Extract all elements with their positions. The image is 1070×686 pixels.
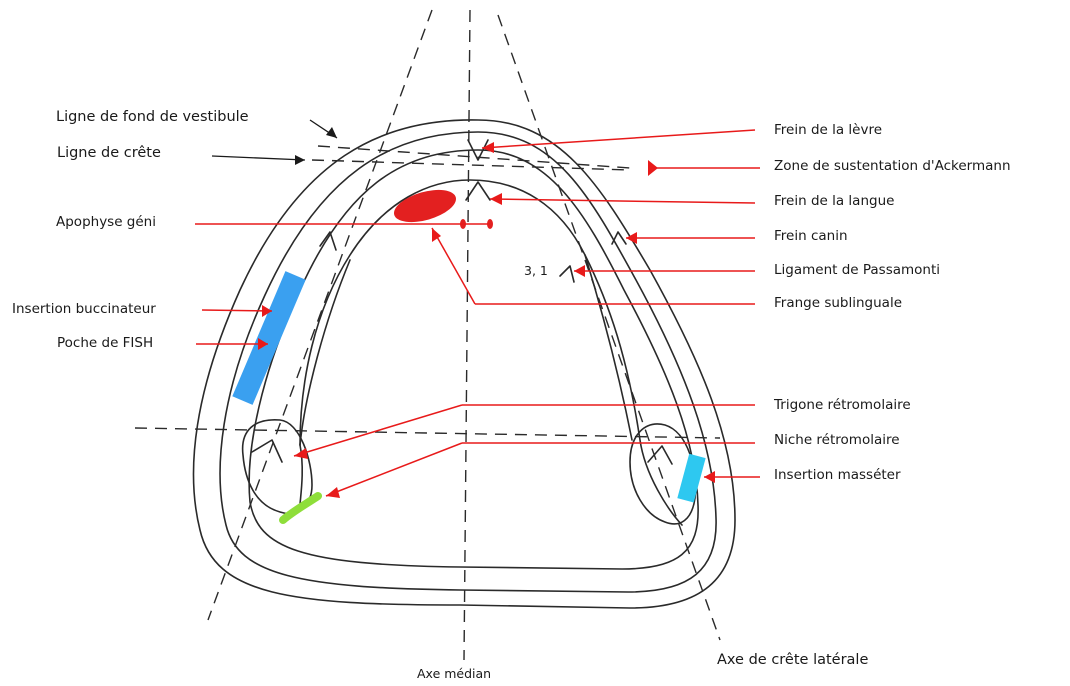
label-axe-crete-laterale: Axe de crête latérale	[717, 653, 868, 668]
label-ligament-passamonti: Ligament de Passamonti	[774, 264, 940, 278]
lingual-frenum-mark	[466, 182, 490, 200]
label-insertion-buccinateur: Insertion buccinateur	[12, 303, 156, 317]
label-poche-fish: Poche de FISH	[57, 337, 153, 351]
arrowhead-zone	[648, 160, 658, 176]
arrow-frein-levre	[482, 130, 755, 148]
arrowhead-frein-langue	[490, 193, 502, 205]
arrowhead-niche	[326, 487, 340, 498]
apophyse-geni-zone	[390, 184, 459, 229]
right-inner-ridge	[585, 255, 632, 440]
arrowhead-frange	[432, 228, 441, 242]
masseter-zone	[677, 454, 705, 503]
annotation-number: 3, 1	[524, 265, 548, 278]
left-trigone-mark	[252, 440, 282, 462]
label-ligne-fond-vestibule: Ligne de fond de vestibule	[56, 110, 249, 125]
axe-median-line	[464, 10, 470, 660]
label-apophyse-geni: Apophyse géni	[56, 216, 156, 230]
label-zone-sustentation: Zone de sustentation d'Ackermann	[774, 160, 1011, 174]
passamonti-mark	[560, 266, 574, 282]
arrow-niche-branch	[326, 443, 462, 496]
arrow-frein-langue	[490, 199, 755, 203]
buccinateur-zone	[232, 271, 305, 405]
arrow-crete	[212, 156, 305, 160]
arrowhead-masseter	[704, 471, 715, 483]
axe-crete-left-line	[208, 10, 432, 620]
arrowhead-ligament	[574, 265, 585, 277]
arrowhead-frein-levre	[482, 142, 494, 153]
label-frange-sublinguale: Frange sublinguale	[774, 297, 902, 311]
label-ligne-crete: Ligne de crête	[57, 146, 161, 161]
label-trigone-retromolaire: Trigone rétromolaire	[774, 399, 911, 413]
label-niche-retromolaire: Niche rétromolaire	[774, 434, 900, 448]
label-frein-canin: Frein canin	[774, 230, 848, 244]
label-frein-levre: Frein de la lèvre	[774, 124, 882, 138]
lingual-contour	[300, 180, 682, 525]
arrow-buccinateur	[202, 310, 272, 311]
axe-crete-right-line	[498, 15, 720, 640]
left-inner-ridge	[300, 260, 350, 445]
arrowhead-crete	[295, 155, 305, 165]
label-insertion-masseter: Insertion masséter	[774, 469, 901, 483]
outer-contour	[193, 120, 735, 608]
label-axe-median: Axe médian	[417, 668, 491, 681]
label-frein-langue: Frein de la langue	[774, 195, 894, 209]
